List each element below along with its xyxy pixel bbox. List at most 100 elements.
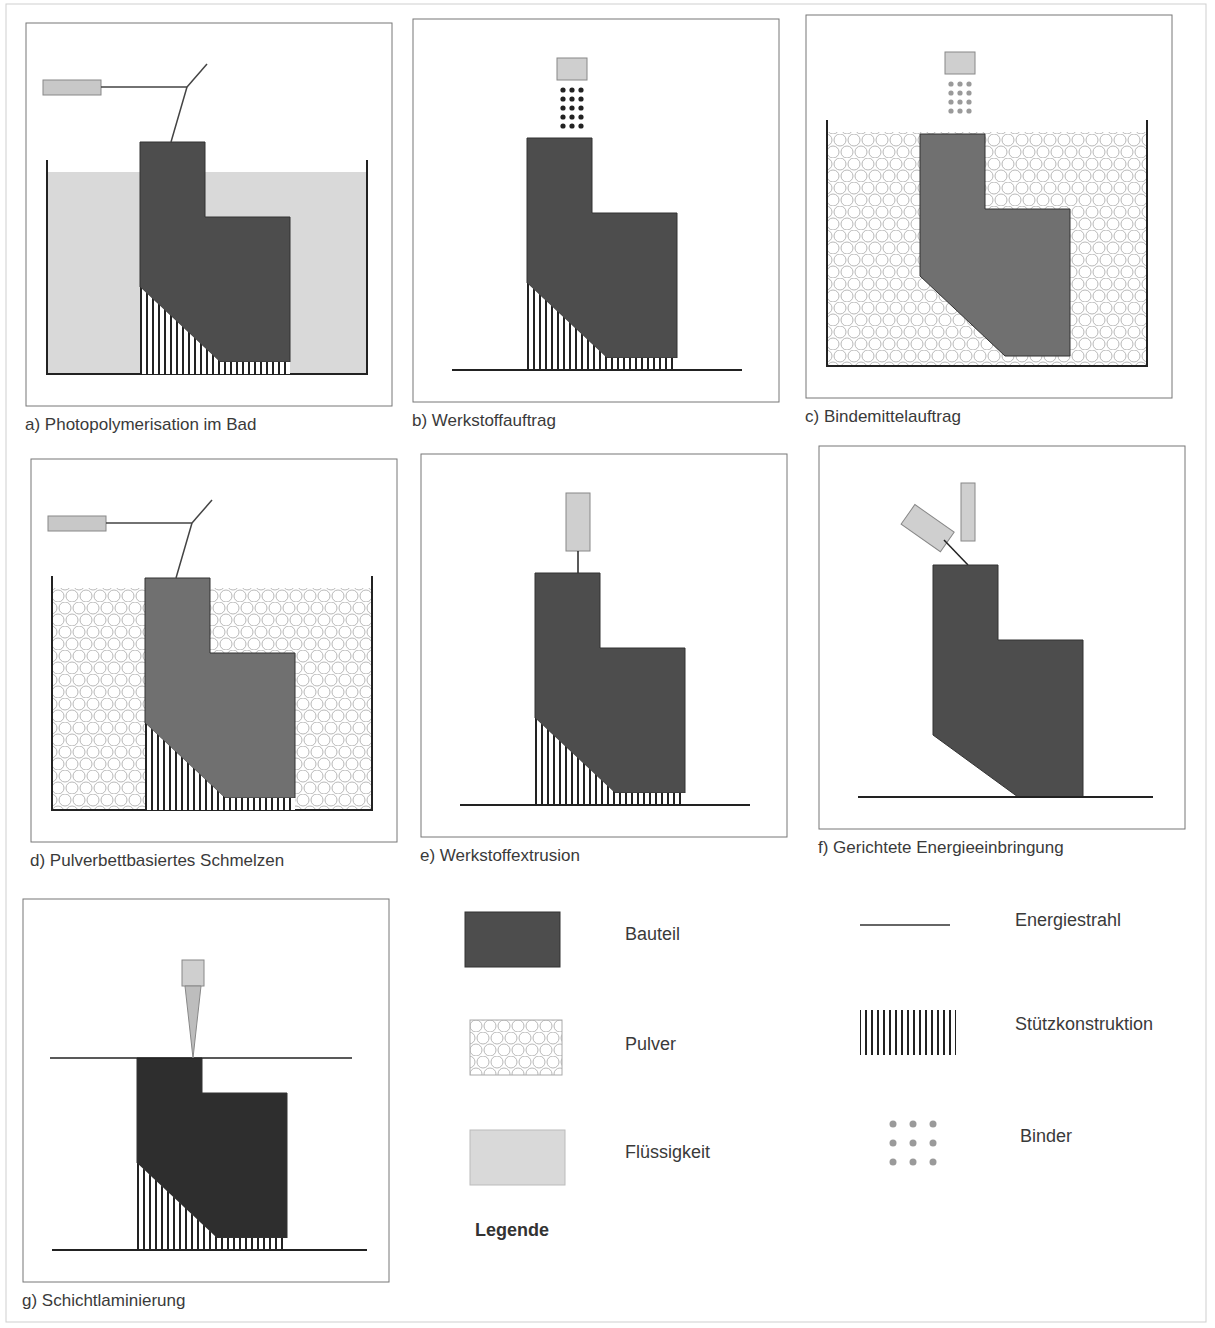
print-head — [557, 58, 587, 80]
droplet — [569, 96, 574, 101]
process-panel: d) Pulverbettbasiertes Schmelzen — [30, 458, 398, 871]
filament — [577, 551, 579, 573]
process-illustration — [25, 22, 393, 407]
print-head — [961, 483, 975, 541]
droplet — [948, 81, 953, 86]
droplet — [966, 81, 971, 86]
process-illustration — [805, 14, 1173, 399]
droplet — [578, 123, 583, 128]
panel-caption: f) Gerichtete Energieeinbringung — [818, 838, 1186, 858]
support-structure — [535, 718, 685, 805]
support-structure — [137, 1163, 287, 1250]
legend-dot — [930, 1140, 937, 1147]
legend-label: Bauteil — [625, 924, 680, 945]
laser-source — [48, 516, 106, 531]
legend-dot — [910, 1121, 917, 1128]
droplet — [569, 114, 574, 119]
droplet — [966, 90, 971, 95]
build-platform — [452, 369, 742, 371]
print-head — [566, 493, 590, 551]
legend-dot — [910, 1159, 917, 1166]
legend-label: Energiestrahl — [1015, 910, 1121, 931]
build-platform — [858, 796, 1153, 798]
panel-caption: e) Werkstoffextrusion — [420, 846, 788, 866]
droplet — [560, 105, 565, 110]
build-platform — [460, 804, 750, 806]
droplet — [578, 114, 583, 119]
process-panel: b) Werkstoffauftrag — [412, 18, 780, 431]
droplet — [948, 108, 953, 113]
legend-dot — [910, 1140, 917, 1147]
droplet — [957, 99, 962, 104]
droplet — [560, 123, 565, 128]
droplet — [560, 87, 565, 92]
droplet — [948, 99, 953, 104]
panel-frame — [806, 15, 1172, 398]
page-border — [6, 4, 1206, 1322]
droplet — [957, 81, 962, 86]
tank-wall — [52, 576, 372, 810]
droplet — [578, 105, 583, 110]
legend-swatch — [470, 1130, 565, 1185]
sheet-layer — [50, 1057, 352, 1059]
droplet — [578, 87, 583, 92]
droplet — [560, 96, 565, 101]
panel-caption: a) Photopolymerisation im Bad — [25, 415, 393, 435]
droplet — [966, 99, 971, 104]
panel-frame — [31, 459, 397, 842]
energy-beam — [106, 523, 192, 578]
legend-dot — [930, 1159, 937, 1166]
tank-wall — [827, 120, 1147, 366]
panel-frame — [23, 899, 389, 1282]
support-structure — [140, 287, 290, 374]
legend-label: Flüssigkeit — [625, 1142, 710, 1163]
mirror — [187, 64, 207, 87]
droplet — [560, 114, 565, 119]
process-illustration — [30, 458, 398, 843]
energy-beam — [944, 540, 968, 565]
legend-dot — [890, 1140, 897, 1147]
legend-label: Stützkonstruktion — [1015, 1014, 1153, 1035]
legend-dot — [890, 1159, 897, 1166]
process-panel: c) Bindemittelauftrag — [805, 14, 1173, 427]
laser-source — [43, 80, 101, 95]
panel-caption: g) Schichtlaminierung — [22, 1291, 390, 1311]
process-illustration — [818, 445, 1186, 830]
panel-frame — [413, 19, 779, 402]
legend-label: Binder — [1020, 1126, 1072, 1147]
legend-swatch — [470, 1020, 562, 1075]
panel-caption: b) Werkstoffauftrag — [412, 411, 780, 431]
droplet — [966, 108, 971, 113]
panel-frame — [819, 446, 1185, 829]
support-structure — [145, 723, 295, 810]
energy-head — [901, 505, 954, 552]
legend-dot — [930, 1121, 937, 1128]
legend-heading: Legende — [475, 1220, 549, 1241]
legend-line — [860, 924, 950, 926]
droplet — [569, 105, 574, 110]
droplet — [957, 90, 962, 95]
mirror — [192, 500, 212, 523]
panel-caption: c) Bindemittelauftrag — [805, 407, 1173, 427]
build-platform — [52, 1249, 367, 1251]
legend-dot — [890, 1121, 897, 1128]
bath-fill — [827, 132, 1147, 366]
droplet — [957, 108, 962, 113]
process-panel: e) Werkstoffextrusion — [420, 453, 788, 866]
process-panel: f) Gerichtete Energieeinbringung — [818, 445, 1186, 858]
panel-caption: d) Pulverbettbasiertes Schmelzen — [30, 851, 398, 871]
process-illustration — [420, 453, 788, 838]
process-panel: a) Photopolymerisation im Bad — [25, 22, 393, 435]
panel-frame — [26, 23, 392, 406]
cutting-blade — [185, 986, 201, 1058]
legend-label: Pulver — [625, 1034, 676, 1055]
component — [920, 134, 1070, 356]
process-illustration — [22, 898, 390, 1283]
panel-frame — [421, 454, 787, 837]
print-head — [945, 52, 975, 74]
legend-swatch — [465, 912, 560, 967]
energy-beam — [101, 87, 187, 142]
droplet — [569, 87, 574, 92]
droplet — [569, 123, 574, 128]
